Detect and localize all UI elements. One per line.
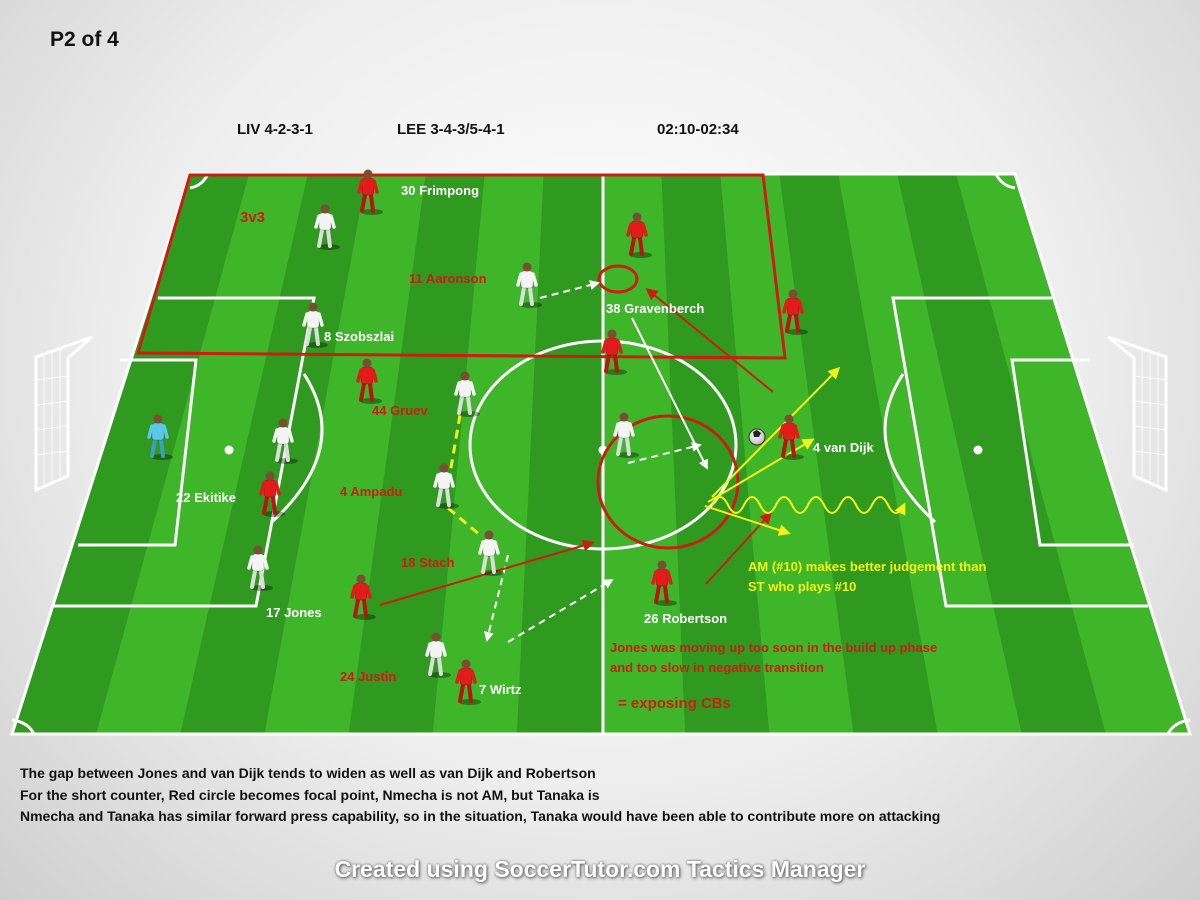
white-player-labels: 30 Frimpong 8 Szobszlai 38 Gravenberch 4… <box>176 183 874 697</box>
label-frimpong: 30 Frimpong <box>401 183 479 198</box>
player-white-ekitike-area <box>272 418 298 464</box>
label-gravenberch: 38 Gravenberch <box>606 301 704 316</box>
label-ekitike: 22 Ekitike <box>176 490 236 505</box>
exposing-note: = exposing CBs <box>618 695 731 712</box>
notes: The gap between Jones and van Dijk tends… <box>20 763 940 828</box>
am-note-line1: AM (#10) makes better judgement than <box>748 559 986 574</box>
team-a-formation: LIV 4-2-3-1 <box>237 121 313 138</box>
am-note-line2: ST who plays #10 <box>748 579 856 594</box>
player-white-center <box>613 412 639 458</box>
player-red-gruev-zone <box>356 358 382 404</box>
time-range: 02:10-02:34 <box>657 121 739 138</box>
player-white-jones-area <box>247 545 273 591</box>
left-goal <box>34 335 93 493</box>
yellow-arrows <box>704 366 906 536</box>
label-szobszlai: 8 Szobszlai <box>324 329 394 344</box>
pressing-zone-box <box>136 173 787 360</box>
player-red-robertson <box>651 560 677 606</box>
player-goalkeeper <box>147 414 173 460</box>
player-white-justin-marker <box>425 632 451 678</box>
jones-note-line1: Jones was moving up too soon in the buil… <box>610 640 937 655</box>
player-red-gravenberch-marker <box>601 329 627 375</box>
team-b-formation: LEE 3-4-3/5-4-1 <box>397 121 505 138</box>
jones-note-line2: and too slow in negative transition <box>610 660 824 675</box>
focal-circle-large <box>596 414 740 550</box>
footer-credit: Created using SoccerTutor.com Tactics Ma… <box>334 856 866 882</box>
right-goal <box>1107 335 1168 493</box>
player-white-stach-marker <box>478 530 504 576</box>
player-red-van-dijk-press <box>778 414 804 460</box>
player-white-frimpong <box>314 204 340 250</box>
player-white-szobszlai <box>302 302 328 348</box>
page-label: P2 of 4 <box>50 28 119 51</box>
label-aaronson: 11 Aaronson <box>409 271 487 286</box>
player-red-jones <box>350 574 376 620</box>
label-jones: 17 Jones <box>266 605 322 620</box>
label-stach: 18 Stach <box>401 555 455 570</box>
label-robertson: 26 Robertson <box>644 611 727 626</box>
note-line: Nmecha and Tanaka has similar forward pr… <box>20 808 941 824</box>
ball <box>748 428 766 446</box>
player-white-gruev-marker <box>454 371 480 417</box>
player-red-right-wing <box>782 289 808 335</box>
label-justin: 24 Justin <box>340 669 396 684</box>
focal-circle-small <box>597 264 639 294</box>
label-ampadu: 4 Ampadu <box>340 484 402 499</box>
red-player-labels: 11 Aaronson 44 Gruev 4 Ampadu 18 Stach 2… <box>340 271 487 684</box>
label-van-dijk: 4 van Dijk <box>813 440 874 455</box>
player-white-ampadu-marker <box>433 463 459 509</box>
player-red-gk-area-top <box>357 169 383 215</box>
player-red-top-mid <box>626 212 652 258</box>
note-line: The gap between Jones and van Dijk tends… <box>20 765 596 781</box>
zone-label: 3v3 <box>240 209 265 226</box>
label-gruev: 44 Gruev <box>372 403 428 418</box>
red-arrows <box>379 288 774 606</box>
run-arrow <box>631 317 708 470</box>
player-red-left <box>259 471 285 517</box>
player-red-wirtz <box>455 659 481 705</box>
label-wirtz: 7 Wirtz <box>479 682 522 697</box>
gap-lines <box>446 414 481 537</box>
note-line: For the short counter, Red circle become… <box>20 786 600 803</box>
player-white-aaronson-marker <box>516 262 542 308</box>
